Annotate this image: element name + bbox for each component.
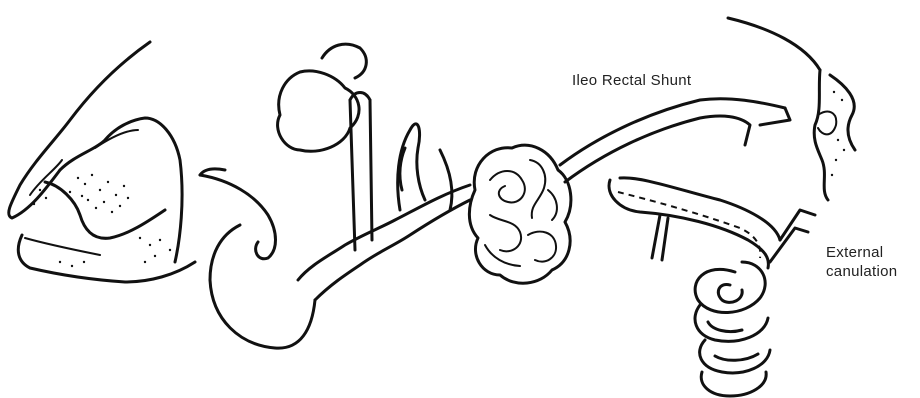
shunt-label: Ileo Rectal Shunt — [572, 72, 691, 90]
external-canulation-drawing — [609, 178, 815, 396]
stomach-liver-drawing — [9, 42, 195, 282]
stomach-and-intestine-drawing — [200, 44, 571, 348]
ileo-rectal-shunt-tube — [560, 99, 790, 182]
rectum-drawing — [728, 18, 855, 200]
external-canulation-label-line2: canulation — [826, 263, 897, 281]
external-canulation-label-line1: External — [826, 244, 883, 262]
